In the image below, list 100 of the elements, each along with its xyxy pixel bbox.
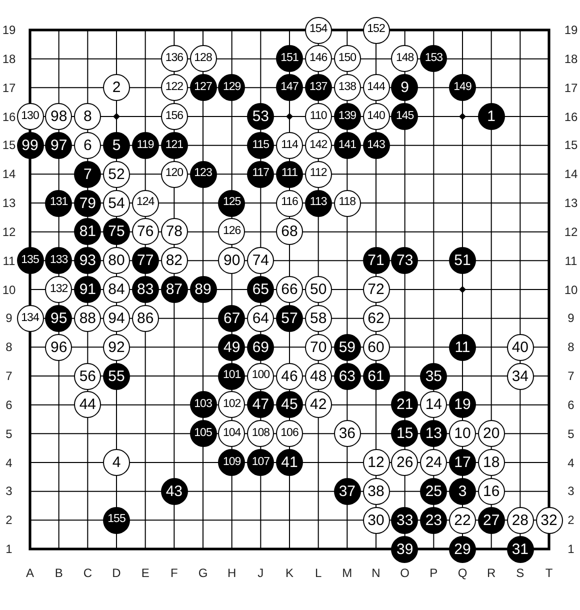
move-number: 18 (482, 455, 500, 470)
go-stone (276, 45, 303, 72)
go-stone (247, 420, 274, 448)
move-number: 135 (21, 254, 39, 266)
move-number: 59 (338, 340, 356, 355)
move-number: 93 (79, 253, 96, 268)
column-coordinate: A (26, 567, 34, 579)
row-coordinate: 15 (564, 139, 578, 152)
go-stone (478, 420, 505, 448)
go-stone (420, 449, 448, 476)
column-coordinate: S (516, 567, 524, 579)
move-number: 66 (281, 282, 298, 297)
go-stone (420, 506, 448, 534)
go-stone (132, 304, 159, 332)
go-stone (362, 276, 390, 303)
move-number: 92 (108, 340, 125, 355)
move-number: 82 (166, 253, 182, 268)
go-stone (362, 506, 390, 534)
move-number: 28 (512, 512, 528, 528)
row-coordinate: 5 (568, 428, 574, 440)
go-stone (304, 103, 332, 130)
go-stone (74, 160, 102, 188)
go-stone (276, 190, 303, 216)
move-number: 3 (458, 484, 467, 499)
go-stone (247, 362, 274, 390)
go-stone (304, 190, 332, 216)
go-stone (420, 420, 448, 448)
go-stone (506, 362, 534, 390)
move-number: 141 (338, 140, 356, 152)
move-number: 138 (338, 82, 356, 94)
go-stone (391, 449, 418, 476)
move-number: 27 (482, 512, 500, 528)
move-number: 98 (50, 109, 68, 124)
go-stone (45, 190, 72, 216)
go-stone (103, 74, 130, 102)
go-stone (362, 449, 390, 476)
move-number: 121 (165, 140, 183, 152)
go-stone (103, 247, 130, 274)
go-stone (190, 45, 216, 72)
go-stone (334, 420, 361, 448)
move-number: 30 (368, 512, 384, 528)
go-stone (160, 247, 188, 274)
go-stone (391, 391, 418, 418)
go-stone (478, 449, 505, 476)
move-number: 73 (396, 253, 414, 268)
move-number: 65 (252, 282, 269, 297)
go-stone (449, 74, 476, 102)
go-stone (103, 304, 130, 332)
move-number: 97 (50, 138, 68, 153)
row-coordinate: 9 (6, 312, 12, 324)
move-number: 134 (21, 312, 39, 324)
go-stone (74, 304, 102, 332)
row-coordinate: 4 (568, 456, 574, 468)
move-number: 150 (338, 53, 356, 65)
column-coordinate: Q (458, 567, 468, 579)
move-number: 71 (368, 253, 384, 268)
move-number: 50 (310, 282, 327, 297)
move-number: 44 (79, 397, 96, 412)
go-stone (304, 304, 332, 332)
move-number: 34 (512, 368, 528, 384)
move-number: 147 (280, 82, 298, 94)
move-number: 153 (424, 53, 442, 65)
move-number: 39 (396, 542, 414, 556)
go-stone (160, 45, 188, 72)
go-stone (132, 276, 159, 303)
go-stone (103, 334, 130, 361)
move-number: 41 (281, 455, 298, 470)
move-number: 149 (454, 82, 472, 94)
move-number: 13 (425, 426, 442, 442)
go-stone (45, 304, 72, 332)
go-stone (160, 103, 188, 130)
go-stone (218, 391, 246, 418)
go-stone (276, 132, 303, 159)
go-stone (506, 334, 534, 361)
column-coordinate: B (54, 567, 63, 579)
row-coordinate: 3 (568, 485, 574, 498)
go-stone (160, 478, 188, 505)
go-stone (218, 334, 246, 361)
move-number: 6 (83, 138, 92, 153)
move-number: 52 (108, 166, 125, 182)
go-stone (218, 247, 246, 274)
move-number: 90 (223, 253, 240, 268)
move-number: 100 (252, 370, 270, 382)
go-stone (45, 103, 72, 130)
move-number: 104 (222, 428, 241, 440)
move-number: 136 (165, 53, 183, 65)
move-number: 58 (310, 310, 327, 326)
move-number: 105 (194, 428, 212, 440)
go-stone (334, 45, 361, 72)
row-coordinate: 16 (564, 110, 578, 122)
move-number: 47 (252, 397, 269, 412)
move-number: 124 (136, 197, 154, 209)
move-number: 40 (512, 340, 528, 355)
column-coordinate: T (545, 567, 553, 579)
go-stone (420, 391, 448, 418)
go-stone (362, 74, 390, 102)
go-stone (103, 506, 130, 534)
row-coordinate: 17 (564, 82, 578, 94)
move-number: 108 (252, 428, 270, 440)
go-stone (160, 160, 188, 188)
